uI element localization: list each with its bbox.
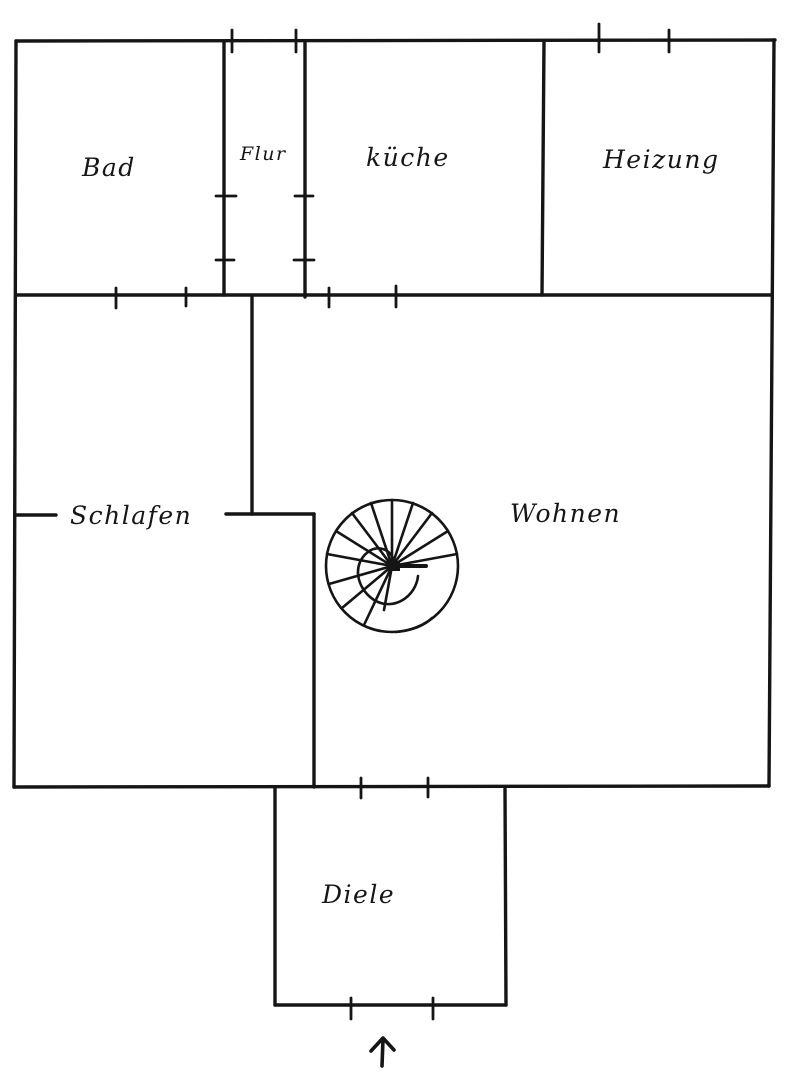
stair-tread bbox=[390, 529, 450, 568]
stair-tread bbox=[362, 564, 394, 627]
stair-landing bbox=[388, 561, 400, 571]
room-label-flur: Flur bbox=[239, 143, 287, 165]
room-label-kueche: küche bbox=[366, 143, 450, 172]
arrow-head bbox=[369, 1036, 396, 1053]
stair-tread bbox=[390, 511, 434, 568]
wall-top bbox=[14, 38, 777, 43]
stair-tread bbox=[327, 564, 394, 586]
wall-diele-right bbox=[503, 787, 508, 1007]
room-label-heizung: Heizung bbox=[602, 145, 719, 174]
door-markers bbox=[114, 22, 671, 1021]
stair-tread bbox=[350, 511, 394, 568]
stair-tread bbox=[340, 564, 394, 610]
wall-right bbox=[767, 38, 776, 788]
room-labels: Bad Flur küche Heizung Schlafen Wohnen D… bbox=[70, 143, 719, 909]
stair-tread bbox=[390, 501, 415, 568]
room-label-schlafen: Schlafen bbox=[70, 501, 192, 530]
stair-tread bbox=[334, 529, 394, 568]
entrance-arrow-icon bbox=[369, 1036, 396, 1068]
stair-spiral bbox=[356, 546, 420, 606]
arrow-shaft bbox=[380, 1037, 385, 1068]
stair-tread bbox=[382, 564, 394, 612]
wall-bottom bbox=[12, 784, 771, 789]
stair-treads bbox=[325, 498, 459, 627]
wall-left bbox=[12, 39, 18, 789]
spiral-staircase-icon bbox=[324, 498, 460, 634]
walls bbox=[12, 38, 777, 1007]
stair-tread bbox=[325, 552, 394, 568]
wall-kueche-heizung bbox=[540, 40, 546, 297]
stair-base-curve bbox=[394, 616, 434, 634]
room-label-diele: Diele bbox=[321, 880, 395, 909]
room-label-bad: Bad bbox=[81, 153, 136, 182]
room-label-wohnen: Wohnen bbox=[510, 499, 621, 528]
stair-tread bbox=[369, 501, 394, 568]
